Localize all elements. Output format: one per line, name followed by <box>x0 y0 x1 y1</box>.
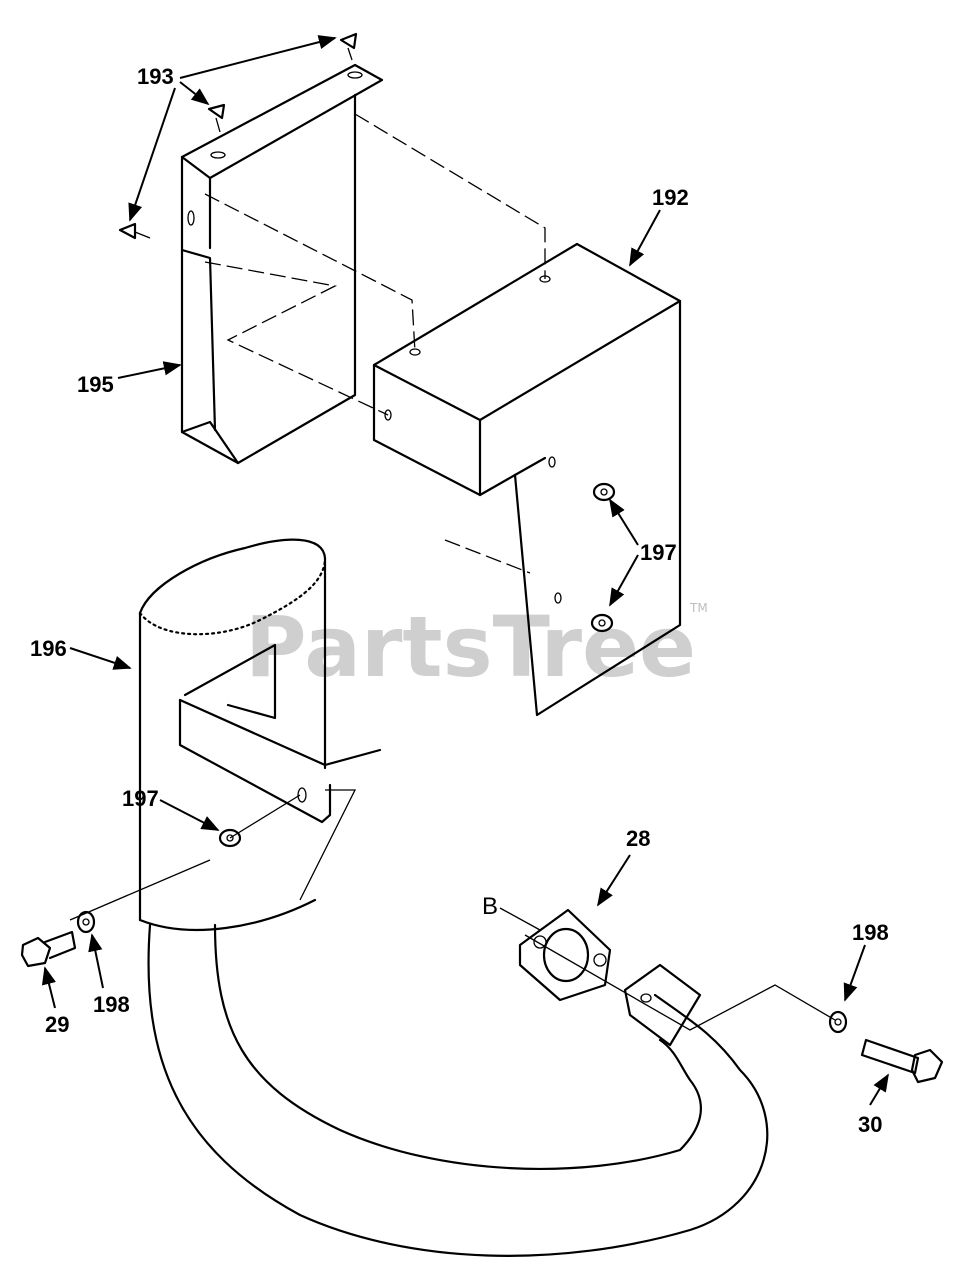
washer-198-right <box>828 1010 848 1034</box>
heat-shield-192 <box>372 242 682 717</box>
screw-193-left <box>118 222 151 240</box>
screw-193-middle <box>207 103 226 133</box>
bracket-195 <box>180 63 384 465</box>
callout-197-muffler: 197 <box>122 786 159 811</box>
watermark-text: PartsTree <box>245 598 696 696</box>
washer-197-lower <box>590 613 614 633</box>
screw-193-top <box>339 32 358 61</box>
callout-198-right: 198 <box>852 920 889 945</box>
bolt-alignment-line <box>69 859 836 1031</box>
callout-198-left: 198 <box>93 992 130 1017</box>
washer-197-upper <box>592 482 616 502</box>
watermark-trademark: TM <box>689 601 708 615</box>
pipe-flange <box>623 963 702 1047</box>
callout-196: 196 <box>30 636 67 661</box>
leader-arrows <box>41 35 889 1106</box>
bolt-29 <box>20 930 77 968</box>
assembly-dashed-lines <box>204 113 546 574</box>
callout-28: 28 <box>626 826 650 851</box>
callout-30: 30 <box>858 1112 882 1137</box>
gasket-28 <box>518 908 612 1002</box>
callout-195: 195 <box>77 372 114 397</box>
exhaust-pipe <box>147 923 769 1257</box>
bolt-30 <box>860 1038 944 1084</box>
callout-197-upper: 197 <box>640 540 677 565</box>
muffler-196 <box>138 538 382 932</box>
callout-B: B <box>482 893 498 920</box>
callout-193: 193 <box>137 64 174 89</box>
callout-192: 192 <box>652 185 689 210</box>
washer-197-muffler <box>218 794 301 848</box>
callout-29: 29 <box>45 1012 69 1037</box>
washer-198-left <box>76 910 96 934</box>
